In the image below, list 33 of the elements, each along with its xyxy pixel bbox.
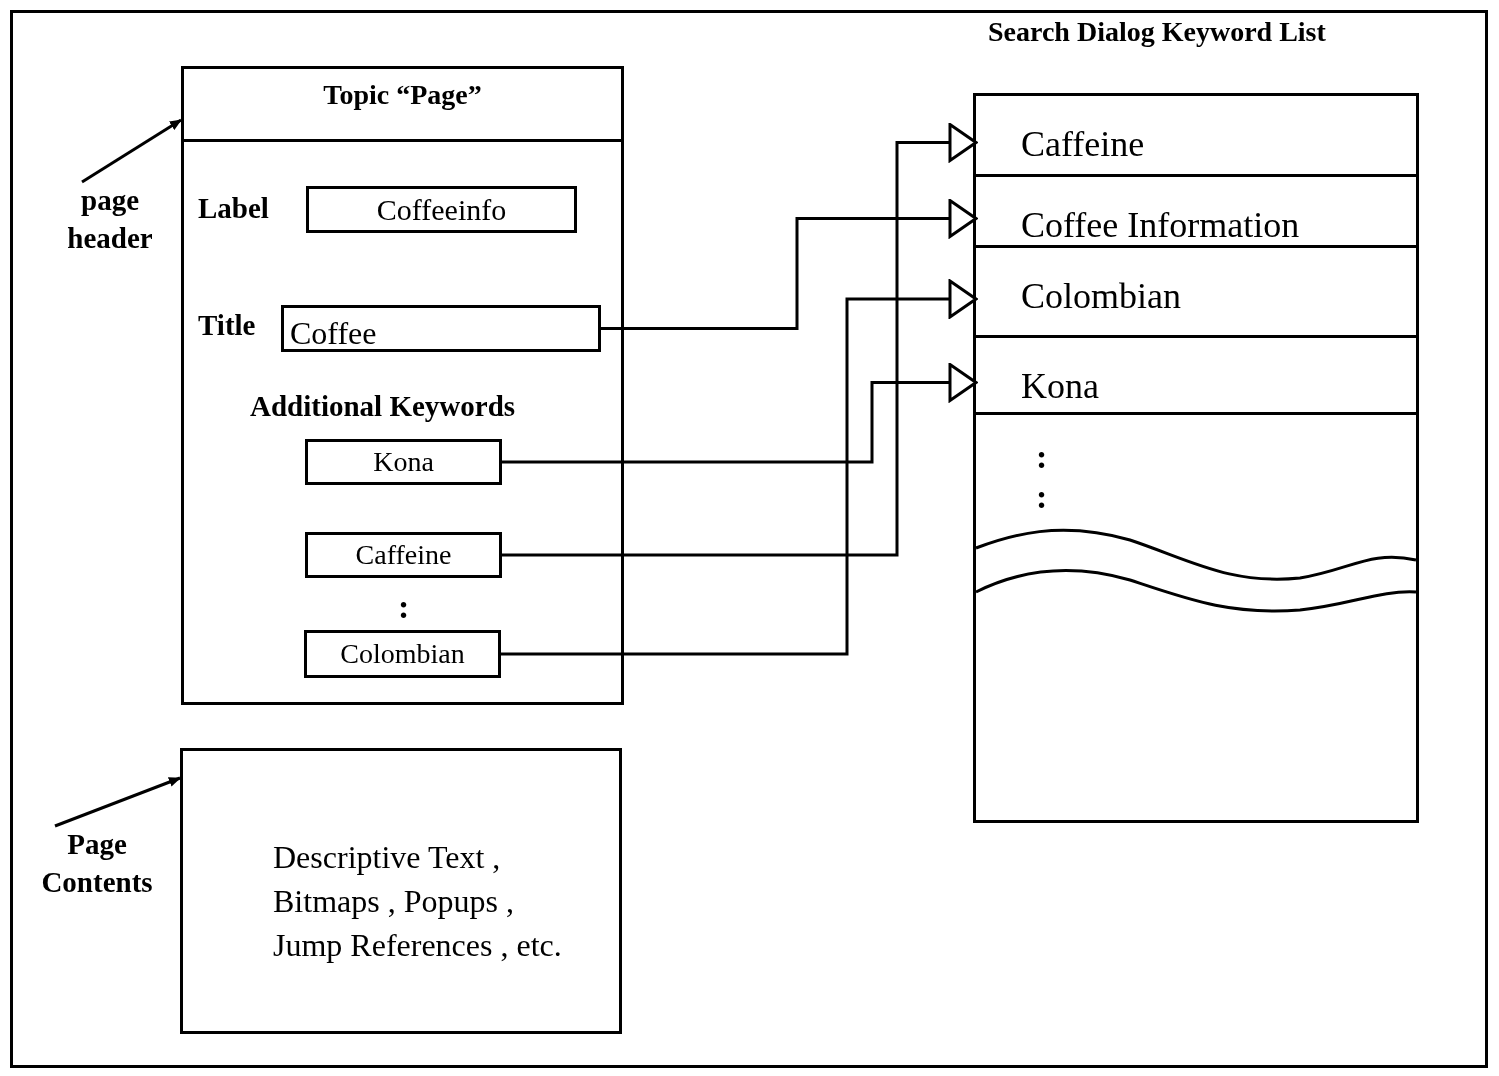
- pointer-arrow: [81, 118, 182, 184]
- keyword-text: Caffeine: [355, 539, 452, 571]
- list-title: Search Dialog Keyword List: [988, 16, 1326, 48]
- keyword-field: [305, 439, 502, 485]
- ellipsis-mark: :: [1036, 438, 1048, 476]
- field-value: Coffee: [290, 317, 377, 349]
- keyword-entry: Kona: [1021, 366, 1099, 406]
- connector-arrow: [502, 363, 978, 464]
- keyword-entry: Colombian: [1021, 276, 1181, 316]
- page-title: Topic “Page”: [323, 79, 482, 112]
- text-field: [281, 305, 601, 352]
- ellipsis-mark: :: [1036, 478, 1048, 516]
- field-label: Title: [198, 309, 256, 342]
- pointer-arrow: [54, 776, 181, 828]
- keyword-field: [304, 630, 501, 678]
- field-value: Coffeeinfo: [376, 194, 507, 225]
- keyword-entry: Caffeine: [1021, 124, 1145, 164]
- keyword-field: [305, 532, 502, 578]
- callout-text: Page Contents: [41, 828, 153, 898]
- keyword-text: Colombian: [340, 638, 465, 670]
- contents-box: [180, 748, 622, 1034]
- contents-text: Descriptive Text , Bitmaps , Popups , Jump References , etc.: [273, 838, 563, 965]
- keyword-text: Kona: [373, 446, 434, 478]
- section-heading: Additional Keywords: [250, 390, 516, 423]
- keyword-entry: Coffee Information: [1021, 205, 1300, 245]
- field-label: Label: [198, 192, 269, 225]
- connector-arrow: [502, 123, 978, 557]
- callout-text: page header: [67, 184, 153, 254]
- connector-arrow: [601, 199, 978, 330]
- connector-arrow: [501, 279, 978, 656]
- ellipsis-mark: :: [398, 588, 410, 626]
- topic-page-box: [181, 66, 624, 705]
- text-field: [306, 186, 577, 233]
